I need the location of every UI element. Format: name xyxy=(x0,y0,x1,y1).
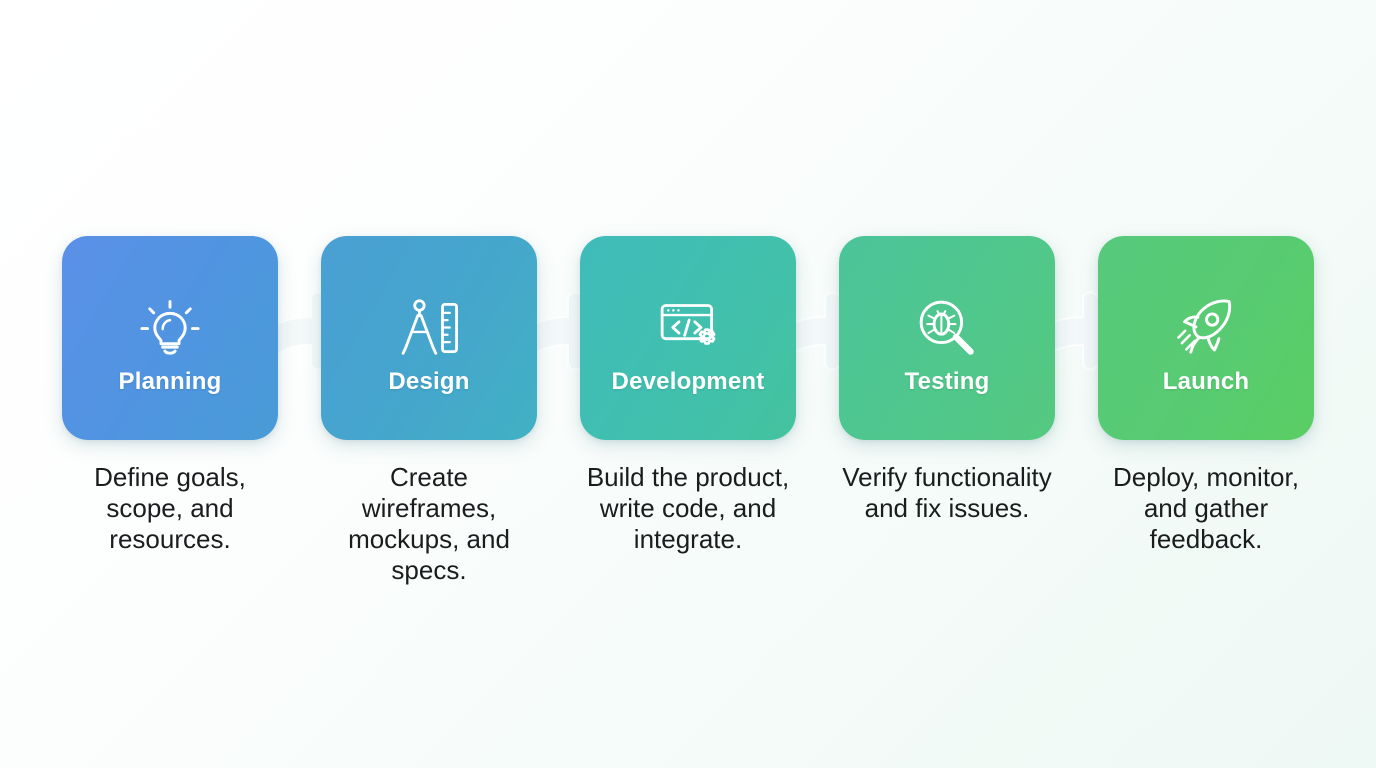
step-caption-launch: Deploy, monitor, and gather feedback. xyxy=(1113,462,1299,554)
step-label-launch: Launch xyxy=(1162,368,1250,395)
step-label-planning: Planning xyxy=(118,368,222,395)
step-label-development: Development xyxy=(611,368,765,395)
step-label-testing: Testing xyxy=(904,368,990,395)
step-card-launch[interactable]: Launch xyxy=(1098,236,1314,440)
process-steps-row: Planning xyxy=(62,236,1314,446)
lightbulb-icon xyxy=(134,292,206,364)
step-caption-design: Create wireframes, mockups, and specs. xyxy=(348,462,510,585)
step-caption-testing: Verify functionality and fix issues. xyxy=(842,462,1052,523)
process-captions-row: Define goals, scope, and resources. Crea… xyxy=(62,462,1314,586)
step-card-development[interactable]: Development xyxy=(580,236,796,440)
code-window-gear-icon xyxy=(652,292,724,364)
step-card-design[interactable]: Design xyxy=(321,236,537,440)
compass-ruler-icon xyxy=(393,292,465,364)
step-card-planning[interactable]: Planning xyxy=(62,236,278,440)
rocket-icon xyxy=(1170,292,1242,364)
step-label-design: Design xyxy=(388,368,470,395)
bug-magnifier-icon xyxy=(911,292,983,364)
step-caption-planning: Define goals, scope, and resources. xyxy=(94,462,246,554)
step-card-testing[interactable]: Testing xyxy=(839,236,1055,440)
step-caption-development: Build the product, write code, and integ… xyxy=(586,462,790,554)
